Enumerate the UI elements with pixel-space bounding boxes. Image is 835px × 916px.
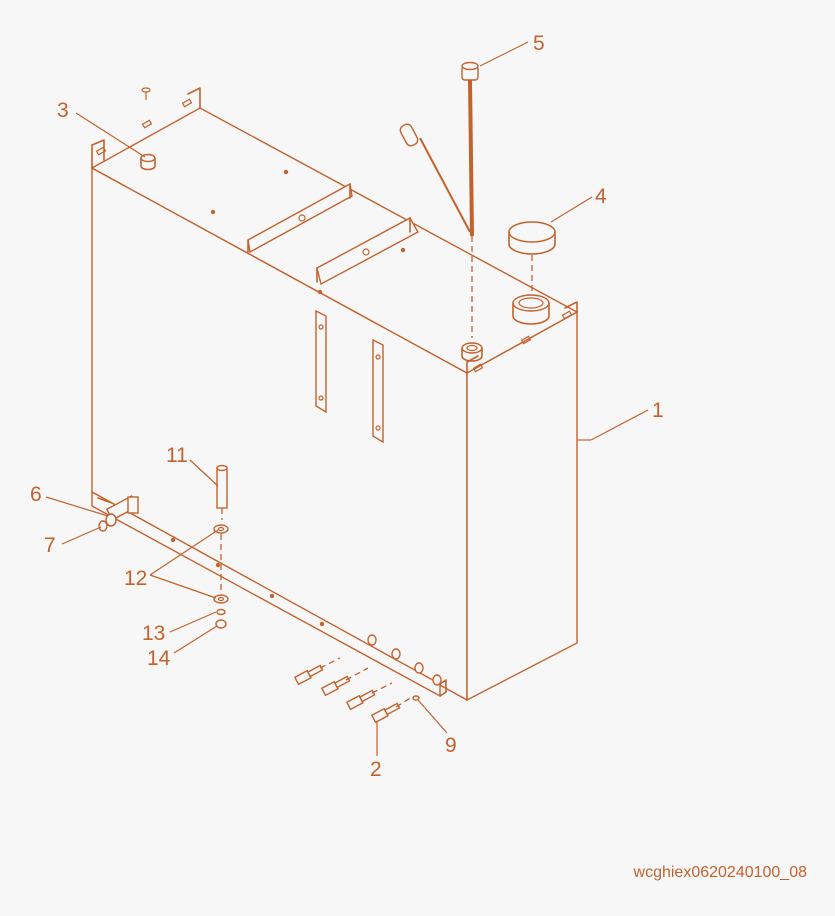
- callout-1: 1: [652, 399, 664, 422]
- leader-lines: [45, 41, 649, 756]
- callout-9: 9: [445, 734, 457, 757]
- callout-7: 7: [44, 534, 56, 557]
- tank-body: [90, 87, 579, 702]
- callout-13: 13: [142, 622, 165, 645]
- callout-5: 5: [533, 32, 545, 55]
- part-4-cap: [508, 221, 556, 295]
- callout-14: 14: [147, 647, 171, 670]
- drawing-code: wcghiex0620240100_08: [633, 864, 807, 881]
- callout-labels: 1 2 3 4 5 6 7 9 11 12 13 14: [30, 32, 664, 781]
- callout-2: 2: [370, 758, 382, 781]
- part-2-fittings: [293, 634, 442, 724]
- callout-11: 11: [166, 444, 188, 467]
- callout-3: 3: [57, 99, 69, 122]
- part-5-sender: [399, 61, 479, 338]
- callout-6: 6: [30, 483, 42, 506]
- callout-12: 12: [124, 567, 147, 590]
- part-3-fitting: [140, 87, 156, 171]
- drain-valve: [97, 495, 139, 532]
- callout-4: 4: [595, 185, 607, 208]
- mounting-hardware: [213, 464, 229, 629]
